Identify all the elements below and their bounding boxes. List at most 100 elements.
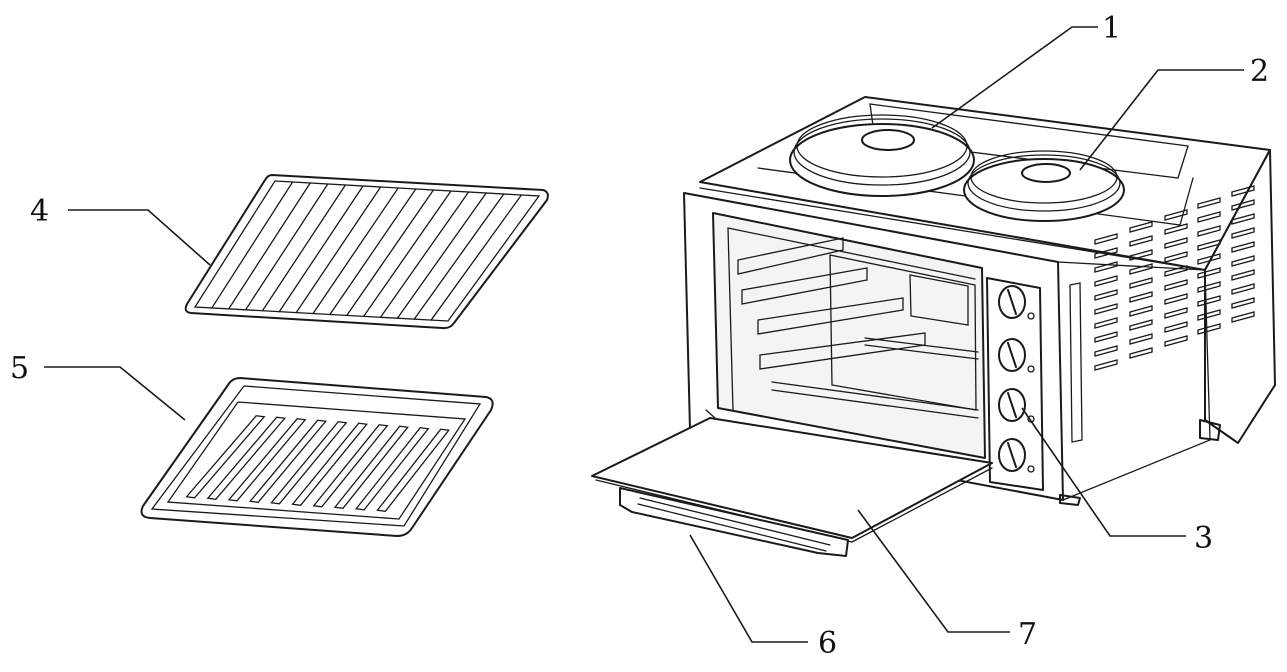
- rack-bar: [295, 186, 382, 314]
- vent-slot: [1129, 319, 1153, 331]
- vent-slot: [1129, 291, 1153, 303]
- leader-line-6: [689, 534, 808, 643]
- rack-bar: [430, 194, 523, 321]
- vent-slot: [1197, 211, 1221, 223]
- door-handle: [619, 487, 849, 557]
- vent-slot: [1197, 197, 1221, 209]
- oven-door: [591, 409, 993, 543]
- tray-rib: [376, 428, 450, 512]
- callout-5: 5: [10, 351, 29, 386]
- rack-bar: [211, 181, 294, 309]
- tray-rib: [185, 415, 266, 499]
- vent-slot: [1197, 281, 1221, 293]
- vent-slot: [1094, 303, 1118, 315]
- vent-slot: [1164, 209, 1188, 221]
- vent-slot: [1164, 223, 1188, 235]
- vent-slot: [1164, 279, 1188, 291]
- tray-rib: [227, 418, 307, 502]
- leader-line-7: [857, 509, 1010, 633]
- vent-slot: [1129, 347, 1153, 359]
- vent-slot: [1094, 331, 1118, 343]
- vent-slot: [1231, 185, 1255, 197]
- rack-bar: [379, 191, 470, 318]
- vent-slot: [1094, 233, 1118, 245]
- vent-slot: [1231, 199, 1255, 211]
- knob-grip: [1007, 392, 1017, 418]
- knob-grip: [1007, 289, 1017, 315]
- vent-slot: [1197, 323, 1221, 335]
- knob-grip: [1007, 342, 1017, 368]
- baking-tray: [140, 377, 494, 537]
- knob-grip: [1007, 442, 1017, 468]
- tray-rib: [354, 427, 430, 511]
- leader-lines: [44, 26, 1244, 643]
- vent-slot: [1231, 255, 1255, 267]
- shelf-rail: [741, 267, 868, 305]
- callout-labels: 1 2 3 4 5 6 7: [10, 11, 1269, 661]
- vent-slot: [1231, 297, 1255, 309]
- oven-side-panel: [1204, 149, 1276, 444]
- callout-4: 4: [30, 194, 49, 229]
- vent-slot: [1164, 237, 1188, 249]
- rack-bar: [228, 182, 311, 310]
- vent-slot: [1197, 253, 1221, 265]
- rack-bar: [312, 187, 399, 315]
- vent-slot: [1129, 235, 1153, 247]
- rack-bar: [363, 190, 452, 317]
- vent-slot: [1231, 213, 1255, 225]
- vent-slot: [1129, 263, 1153, 275]
- rack-bar: [261, 184, 347, 312]
- leader-line-2: [1079, 69, 1244, 171]
- tray-rib: [206, 416, 287, 500]
- vent-slot: [1164, 251, 1188, 263]
- leader-line-1: [931, 26, 1098, 129]
- vent-slot: [1197, 225, 1221, 237]
- vent-slot: [1164, 335, 1188, 347]
- vent-slot: [1231, 283, 1255, 295]
- vent-slot: [1164, 307, 1188, 319]
- vent-slot: [1129, 221, 1153, 233]
- callout-2: 2: [1250, 54, 1269, 89]
- indicator-light: [1027, 312, 1035, 320]
- vent-slot: [1197, 295, 1221, 307]
- vent-slot: [1197, 239, 1221, 251]
- rack-bar: [396, 192, 487, 319]
- oven-cavity: [712, 212, 986, 459]
- vent-slot: [1129, 333, 1153, 345]
- tray-rib: [248, 419, 328, 503]
- vent-slot: [1094, 275, 1118, 287]
- vent-slot: [1094, 261, 1118, 273]
- vent-slot: [1197, 309, 1221, 321]
- vent-slot: [1094, 317, 1118, 329]
- vent-slot: [1129, 305, 1153, 317]
- leader-line-5: [44, 366, 186, 421]
- door-glass: [591, 417, 993, 539]
- shelf-rail: [757, 297, 904, 335]
- indicator-light: [1027, 365, 1035, 373]
- vent-slot: [1231, 227, 1255, 239]
- rack-bar: [244, 183, 329, 311]
- vent-slot: [1094, 345, 1118, 357]
- tray-rib: [312, 424, 389, 508]
- vent-slot: [1231, 269, 1255, 281]
- side-slot: [1069, 282, 1083, 443]
- vent-slot: [1094, 247, 1118, 259]
- vent-slot: [1231, 241, 1255, 253]
- callout-7: 7: [1018, 617, 1037, 652]
- leader-line-4: [68, 209, 211, 266]
- vent-slot: [1197, 267, 1221, 279]
- tray-rib: [333, 425, 409, 509]
- vent-slot: [1231, 311, 1255, 323]
- callout-6: 6: [818, 626, 837, 661]
- indicator-light: [1027, 465, 1035, 473]
- wire-rack: [184, 174, 549, 330]
- control-panel: [986, 277, 1044, 491]
- vent-slot: [1164, 293, 1188, 305]
- callout-3: 3: [1194, 521, 1213, 556]
- hotplate-large: [789, 114, 975, 197]
- hotplate-small: [963, 150, 1125, 222]
- vent-slot: [1129, 277, 1153, 289]
- rack-bar: [346, 189, 435, 317]
